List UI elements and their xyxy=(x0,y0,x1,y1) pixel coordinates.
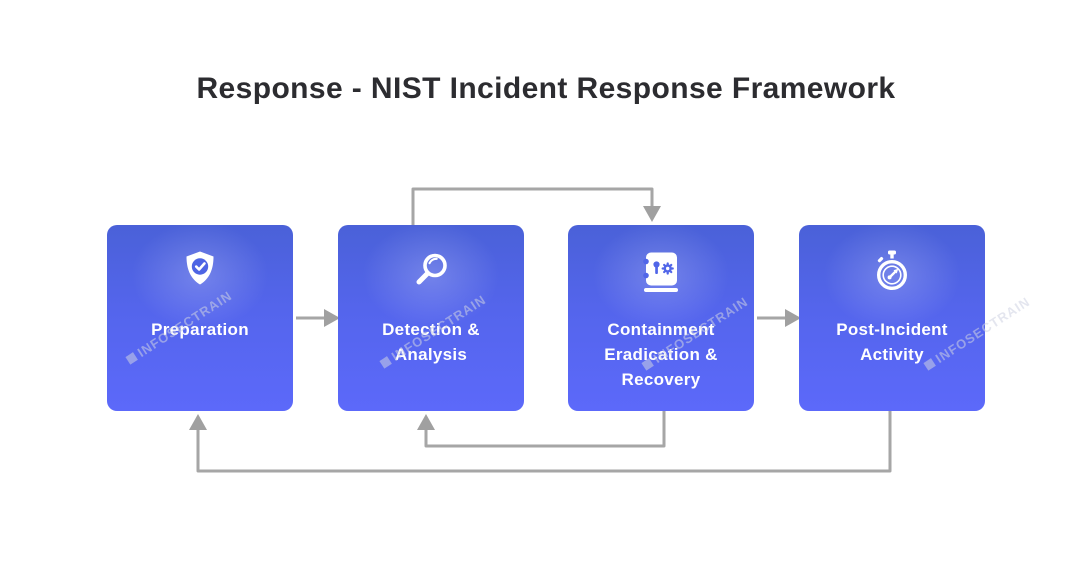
arrow-detection-to-containment-top-loop xyxy=(411,187,654,225)
step-card-preparation: Preparation xyxy=(107,225,293,411)
step-card-post-incident-activity: Post-Incident Activity xyxy=(799,225,985,411)
step-label-line: Eradication & xyxy=(604,345,718,364)
step-label: Preparation xyxy=(107,317,293,342)
arrowhead-down-icon xyxy=(643,206,661,222)
step-card-containment-eradication-recovery: Containment Eradication & Recovery xyxy=(568,225,754,411)
step-label: Containment Eradication & Recovery xyxy=(568,317,754,392)
page-title: Response - NIST Incident Response Framew… xyxy=(196,72,896,105)
step-label: Detection & Analysis xyxy=(338,317,524,367)
shield-check-icon xyxy=(176,247,224,295)
step-label-line: Post-Incident xyxy=(836,320,948,339)
step-label-line: Analysis xyxy=(394,345,468,364)
step-label-line: Detection & xyxy=(382,320,480,339)
safe-box-icon xyxy=(637,247,685,295)
stopwatch-icon xyxy=(868,247,916,295)
arrow-postincident-to-preparation-bottom-loop xyxy=(196,411,892,473)
arrow-containment-to-detection-bottom-loop xyxy=(424,411,666,448)
arrowhead-up-icon xyxy=(417,414,435,430)
step-label-line: Preparation xyxy=(151,320,249,339)
step-label-line: Recovery xyxy=(621,370,701,389)
step-label-line: Containment xyxy=(607,320,715,339)
arrowhead-up-icon xyxy=(189,414,207,430)
magnifier-icon xyxy=(407,247,455,295)
step-label: Post-Incident Activity xyxy=(799,317,985,367)
step-card-detection-analysis: Detection & Analysis xyxy=(338,225,524,411)
step-label-line: Activity xyxy=(860,345,924,364)
